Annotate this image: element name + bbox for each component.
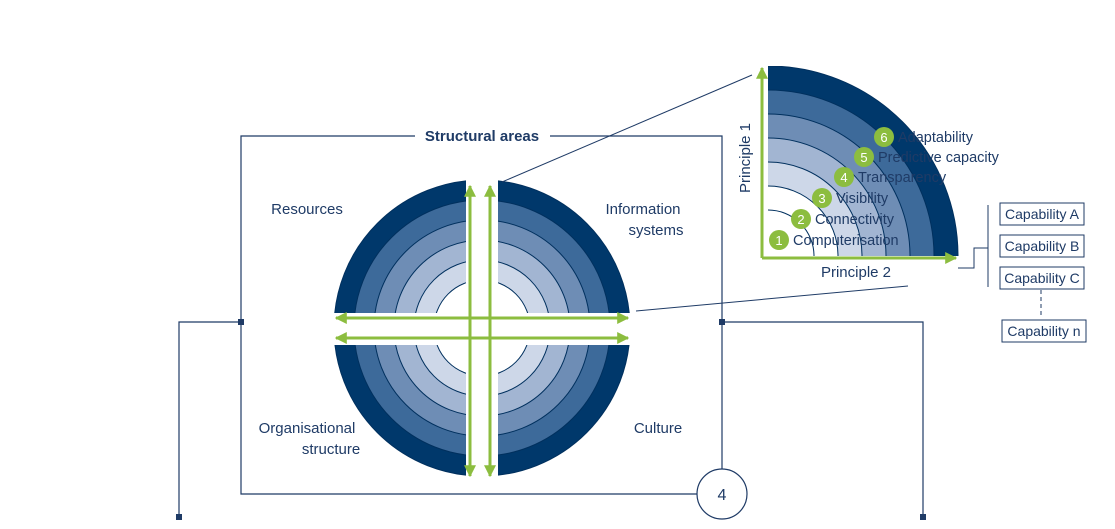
step-5-number: 5: [860, 150, 867, 165]
capability-box-3: [999, 266, 1085, 290]
ring-information-systems-6: [498, 282, 529, 313]
capability-box-2: [999, 234, 1085, 258]
step-5-label: Predictive capacity: [878, 150, 1000, 166]
frame-title: Structural areas: [425, 128, 539, 145]
principle-axes: [756, 66, 958, 264]
capability-bracket: [958, 205, 989, 287]
area-label-resources: Resources: [271, 201, 343, 218]
step-5-badge: [854, 147, 874, 167]
ring-resources-6: [435, 282, 466, 313]
step-1-number: 1: [775, 233, 782, 248]
quadrant-culture: [498, 345, 630, 476]
capability-label-3: Capability C: [1004, 270, 1079, 286]
capability-label-2: Capability B: [1005, 238, 1080, 254]
ring-organisational-structure-6: [436, 345, 466, 374]
step-3-badge: [812, 188, 832, 208]
principle-1-label: Principle 1: [737, 123, 754, 193]
area-label-structure: structure: [302, 441, 360, 458]
area-label-organisational: Organisational: [259, 420, 356, 437]
step-6-number: 6: [880, 130, 887, 145]
svg-text:4: 4: [718, 487, 727, 504]
axis-arrows: [334, 184, 630, 478]
step-6-label: Adaptability: [898, 130, 974, 146]
maturity-quarter: [768, 66, 959, 256]
quadrant-organisational-structure: [334, 345, 466, 476]
capability-label-1: Capability A: [1005, 206, 1080, 222]
step-3-number: 3: [818, 191, 825, 206]
principle-2-label: Principle 2: [821, 264, 891, 281]
area-label-culture: Culture: [634, 420, 682, 437]
step-1-label: Computerisation: [793, 233, 899, 249]
step-2-label: Connectivity: [815, 212, 895, 228]
ring-culture-6: [498, 345, 528, 374]
outer-connector-lines: [176, 321, 926, 520]
step-4-number: 4: [840, 170, 847, 185]
step-2-badge: [791, 209, 811, 229]
area-label-systems: systems: [628, 222, 683, 239]
quadrant-resources: [334, 180, 466, 313]
quadrant-information-systems: [498, 180, 630, 313]
step-3-label: Visibility: [836, 191, 889, 207]
number-badge: 4: [696, 468, 748, 520]
zoom-lines: [501, 74, 909, 312]
step-4-label: Transparency: [858, 170, 947, 186]
capability-box-1: [999, 202, 1085, 226]
step-1-badge: [769, 230, 789, 250]
capability-list: Capability A Capability B Capability C Capa…: [999, 202, 1087, 343]
step-4-badge: [834, 167, 854, 187]
step-6-badge: [874, 127, 894, 147]
step-2-number: 2: [797, 212, 804, 227]
area-label-information: Information: [605, 201, 680, 218]
maturity-steps: 1 Computerisation 2 Connectivity 3 Visibility…: [769, 127, 1000, 250]
capability-box-4: [1001, 319, 1087, 343]
capability-label-4: Capability n: [1007, 323, 1080, 339]
